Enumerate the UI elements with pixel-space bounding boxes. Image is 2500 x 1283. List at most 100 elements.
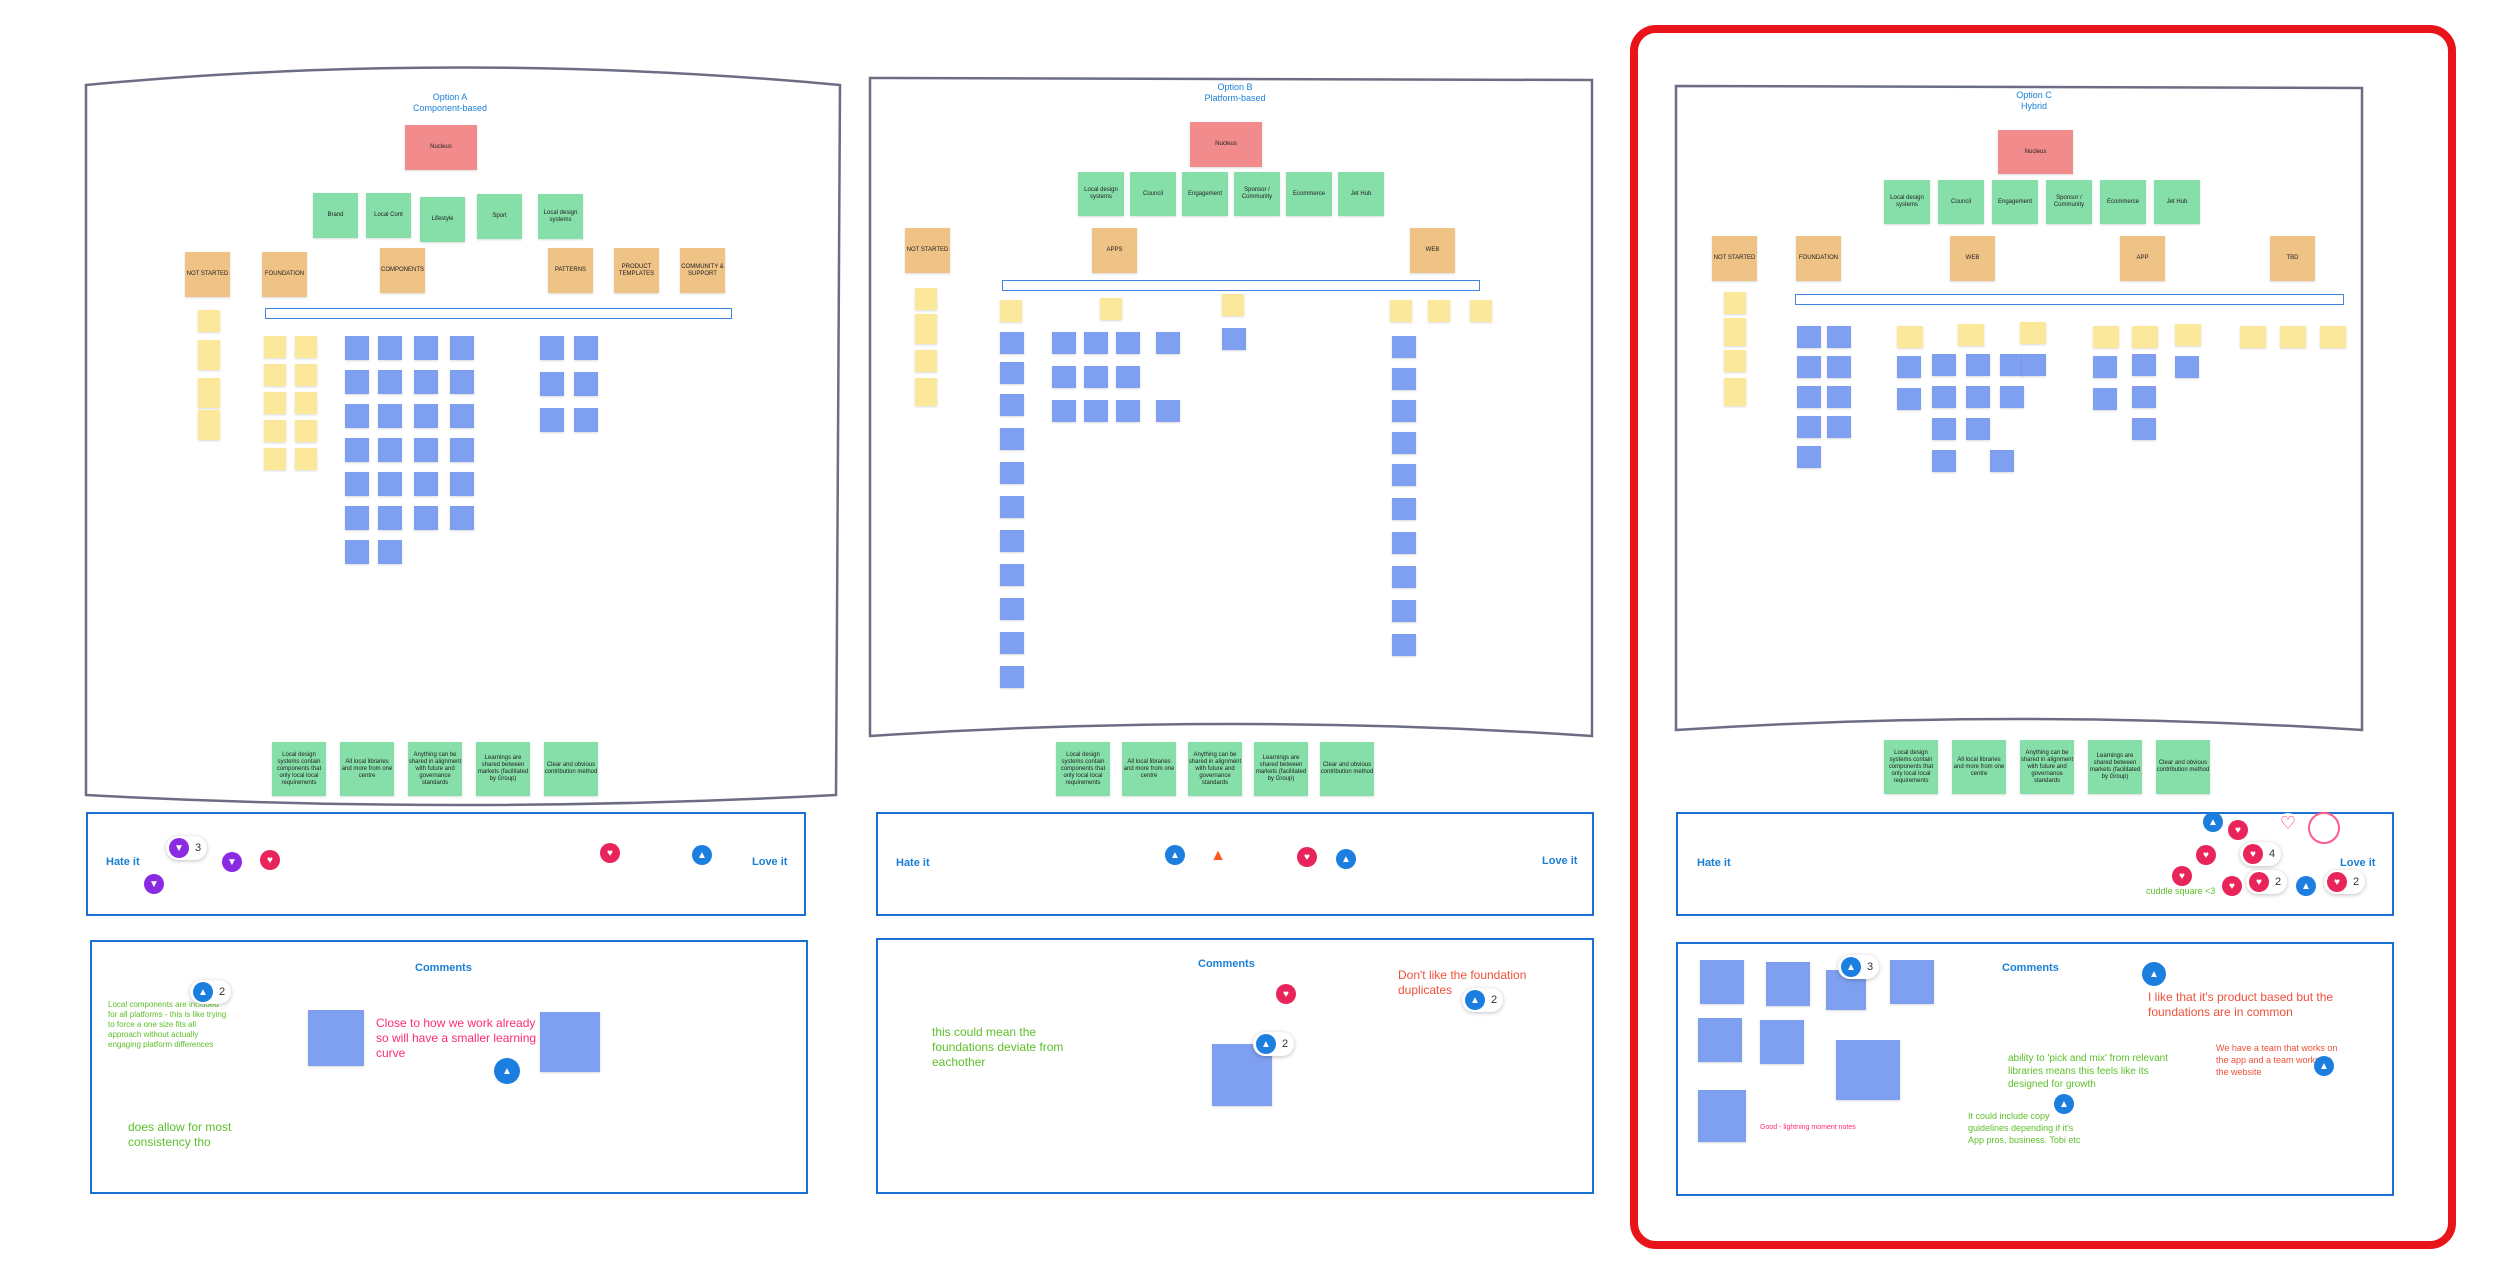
sticky-council: Council (1938, 180, 1984, 224)
thumbs-up-icon[interactable]: ▲ (2296, 876, 2316, 896)
sticky (1932, 450, 1956, 472)
sticky (2175, 324, 2201, 346)
thumbs-up-icon[interactable]: ▲ (1165, 845, 1185, 865)
heart-icon[interactable]: ♥ (260, 850, 280, 870)
sticky-foundation: FOUNDATION (1796, 236, 1841, 281)
sticky (295, 364, 317, 386)
sticky (2240, 326, 2266, 348)
sticky (1966, 354, 1990, 376)
sticky (345, 438, 369, 462)
heart-icon[interactable]: ♥ (2172, 866, 2192, 886)
thumbs-up-icon[interactable]: ▲ (2203, 812, 2223, 832)
sticky (2132, 386, 2156, 408)
sticky (2093, 388, 2117, 410)
sticky (198, 310, 220, 332)
sticky (1392, 336, 1416, 358)
thumbs-down-icon[interactable]: ▼ (222, 852, 242, 872)
sticky-engagement: Engagement (1992, 180, 2038, 224)
benefit-sticky: Local design systems contain components … (272, 742, 326, 796)
reaction-count[interactable]: ▲2 (1253, 1032, 1295, 1056)
sticky-product-templates: PRODUCT TEMPLATES (614, 248, 659, 293)
comment-note: I like that it's product based but the f… (2148, 990, 2334, 1019)
sticky (2000, 386, 2024, 408)
sticky (378, 370, 402, 394)
sticky (1932, 418, 1956, 440)
thumbs-down-icon[interactable]: ▼ (144, 874, 164, 894)
reaction-count[interactable]: ▲2 (1462, 988, 1504, 1012)
sticky-web: WEB (1410, 228, 1455, 273)
sticky (1932, 354, 1956, 376)
hate-label: Hate it (1697, 857, 1731, 869)
reaction-count[interactable]: ▼3 (166, 836, 208, 860)
benefit-sticky: Learnings are shared between markets (fa… (1254, 742, 1308, 796)
comment-sticky (1760, 1020, 1804, 1064)
comment-note: Close to how we work already so will hav… (376, 1016, 537, 1060)
comments-box-a (90, 940, 808, 1194)
sticky (1052, 400, 1076, 422)
sticky (1000, 394, 1024, 416)
foundation-bar (1002, 280, 1480, 291)
heart-icon[interactable]: ♥ (1276, 984, 1296, 1004)
thumbs-up-icon: ▲ (1465, 990, 1485, 1010)
sticky (345, 540, 369, 564)
sticky (1000, 428, 1024, 450)
sticky (2000, 354, 2024, 376)
thumbs-up-icon[interactable]: ▲ (2054, 1094, 2074, 1114)
heart-icon[interactable]: ♥ (2222, 876, 2242, 896)
sticky (1724, 350, 1746, 372)
benefit-sticky: Learnings are shared between markets (fa… (2088, 740, 2142, 794)
rating-strip-b[interactable] (876, 812, 1594, 916)
sticky (1084, 366, 1108, 388)
sticky-council: Council (1130, 172, 1176, 216)
sticky (1116, 332, 1140, 354)
reaction-count[interactable]: ▲3 (1838, 955, 1880, 979)
sticky (915, 378, 937, 406)
sticky-jet-hub: Jet Hub (2154, 180, 2200, 224)
thumbs-up-icon[interactable]: ▲ (692, 845, 712, 865)
sticky-ecommerce: Ecommerce (1286, 172, 1332, 216)
sticky (2093, 356, 2117, 378)
thumbs-up-icon: ▲ (193, 982, 213, 1002)
benefit-sticky: All local libraries and more from one ce… (1952, 740, 2006, 794)
thumbs-up-icon[interactable]: ▲ (1336, 849, 1356, 869)
sticky (198, 378, 220, 408)
benefit-sticky: All local libraries and more from one ce… (340, 742, 394, 796)
sticky-local-design: Local design systems (1884, 180, 1930, 224)
comment-sticky (308, 1010, 364, 1066)
sticky (1000, 666, 1024, 688)
comment-sticky (1766, 962, 1810, 1006)
heart-icon[interactable]: ♥ (2196, 845, 2216, 865)
sticky-local-design: Local design systems (538, 194, 583, 239)
rating-strip-a[interactable] (86, 812, 806, 916)
heart-icon[interactable]: ♥ (600, 843, 620, 863)
reaction-count[interactable]: ♥4 (2240, 842, 2282, 866)
thumbs-up-icon[interactable]: ▲ (2142, 962, 2166, 986)
sticky-tbd: TBD (2270, 236, 2315, 281)
sticky-apps: APPS (1092, 228, 1137, 273)
thumbs-up-icon[interactable]: ▲ (2314, 1056, 2334, 1076)
sticky (450, 438, 474, 462)
comment-note: It could include copy guidelines dependi… (1968, 1111, 2081, 1145)
fire-icon[interactable]: ▲ (1208, 846, 1228, 866)
comment-note: ability to 'pick and mix' from relevant … (2008, 1053, 2168, 1090)
sticky (574, 408, 598, 432)
reaction-count[interactable]: ♥2 (2246, 870, 2288, 894)
sticky (1222, 328, 1246, 350)
sticky (1827, 416, 1851, 438)
sticky (378, 404, 402, 428)
heart-outline-icon[interactable]: ♡ (2278, 812, 2298, 833)
sticky (378, 472, 402, 496)
reaction-count[interactable]: ♥2 (2324, 870, 2366, 894)
reaction-count[interactable]: ▲2 (190, 980, 232, 1004)
sticky (540, 336, 564, 360)
sticky (264, 448, 286, 470)
sticky (1897, 388, 1921, 410)
sticky (1392, 400, 1416, 422)
heart-icon[interactable]: ♥ (2228, 820, 2248, 840)
sticky (1000, 332, 1024, 354)
foundation-bar (1795, 294, 2344, 305)
sticky (264, 364, 286, 386)
heart-icon: ♥ (2327, 872, 2347, 892)
heart-icon[interactable]: ♥ (1297, 847, 1317, 867)
thumbs-up-icon[interactable]: ▲ (494, 1058, 520, 1084)
